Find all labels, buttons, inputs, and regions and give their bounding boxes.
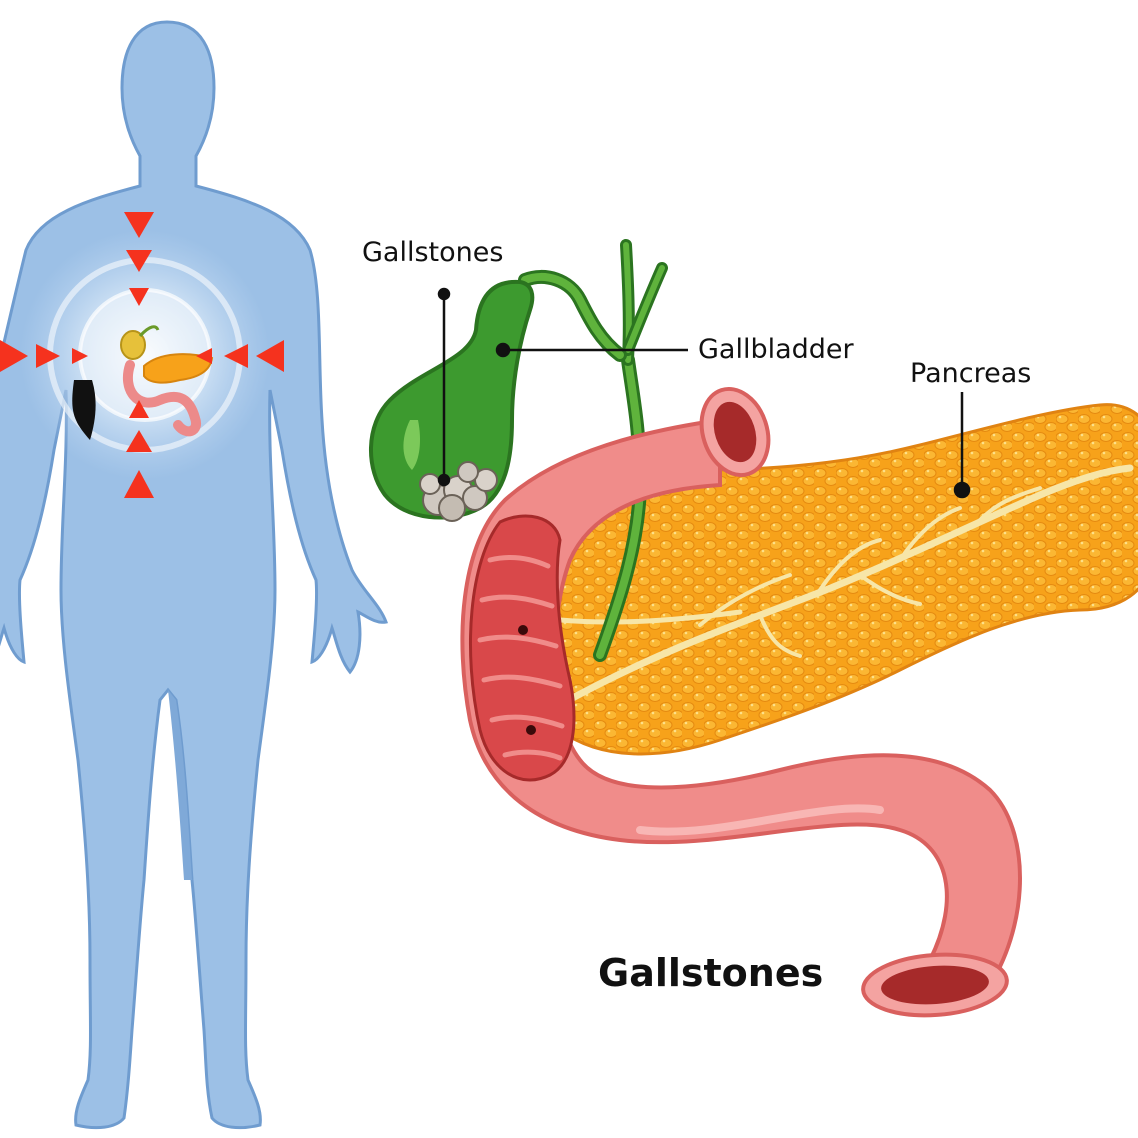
duodenum-cut-section (469, 514, 576, 782)
leader-lines (437, 287, 971, 499)
duodenum-bottom-lumen (881, 965, 989, 1005)
pain-arrows (0, 212, 284, 498)
mini-organs (120, 325, 214, 437)
gallstones-cluster (419, 461, 498, 522)
diagram-title: Gallstones (598, 951, 824, 995)
pancreas (533, 403, 1138, 756)
gallbladder-label: Gallbladder (698, 334, 854, 365)
human-body-figure (0, 20, 388, 1130)
gallbladder-highlight (403, 420, 420, 470)
duodenum-top-lumen (713, 401, 757, 463)
torso-shadow (72, 380, 96, 440)
gallbladder (369, 279, 535, 522)
body-shading (168, 690, 192, 880)
pancreas-label: Pancreas (910, 358, 1032, 389)
pancreas-body (533, 403, 1138, 756)
duodenum (460, 387, 1022, 1018)
body-silhouette (0, 20, 388, 1130)
pancreatic-duct (556, 464, 1134, 709)
intestinal-folds (477, 555, 565, 761)
gallstones-label: Gallstones (362, 237, 504, 268)
